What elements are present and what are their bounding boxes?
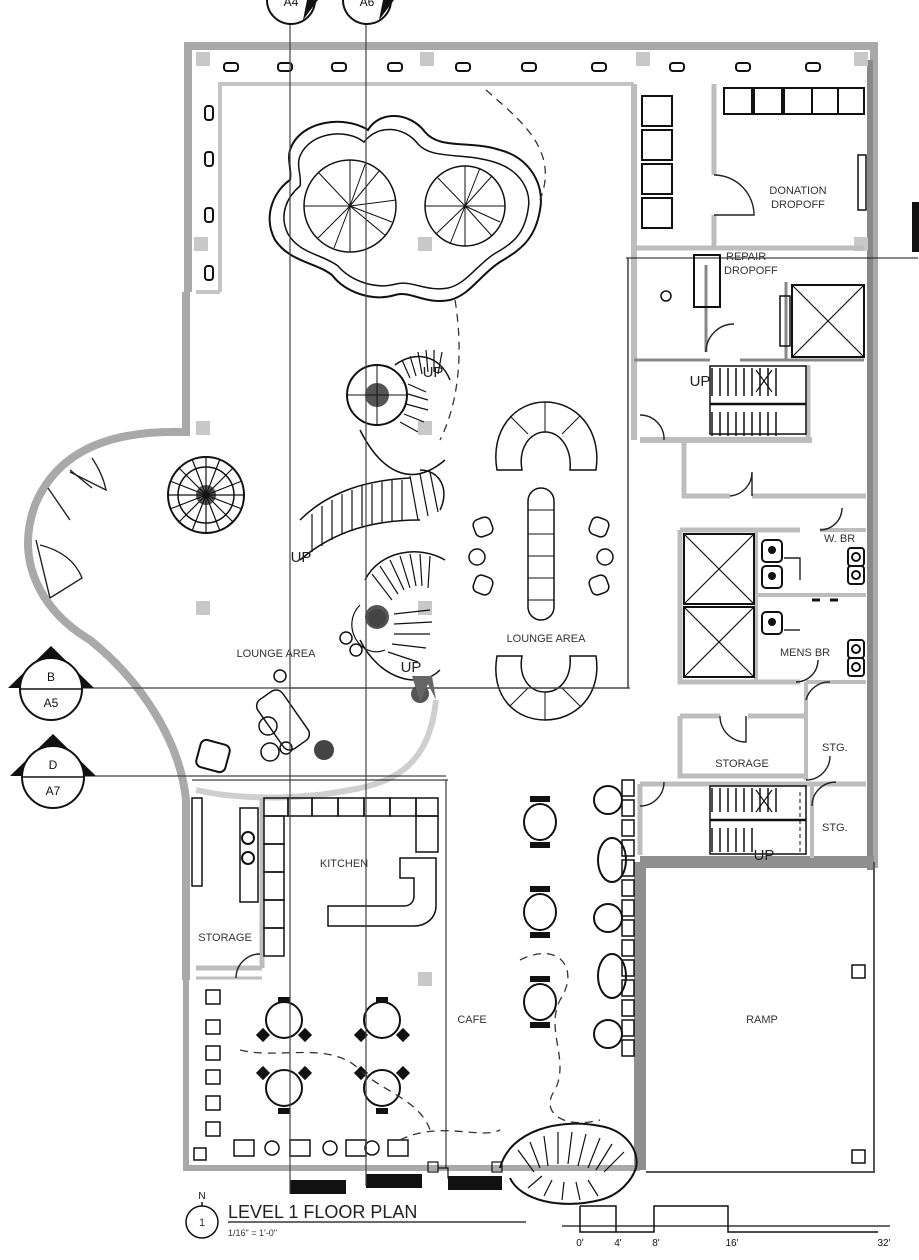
callout-b-letter: B [47,670,55,684]
label-lounge-west: LOUNGE AREA [237,648,317,660]
up-label-3: UP [401,659,422,676]
cafe-furniture [193,779,638,1205]
label-stg-1: STG. [822,742,848,754]
label-cafe: CAFE [457,1014,486,1026]
label-donation-1: DONATION [769,185,826,197]
scale-tick-0: 0' [576,1238,584,1249]
label-lounge-east: LOUNGE AREA [507,633,587,645]
label-kitchen: KITCHEN [320,858,368,870]
graphic-scale-bar: 0' 4' 8' 16' 32' [562,1205,891,1249]
drawing-number: 1 [199,1217,205,1229]
core-stair-south [709,785,807,855]
up-label-4: UP [690,373,711,390]
title-block: N 1 LEVEL 1 FLOOR PLAN 1/16" = 1'-0" [185,1191,526,1239]
organic-planter [268,115,542,303]
label-storage-west: STORAGE [198,932,252,944]
toilet-fixtures [761,539,865,677]
stair-up-labels: UP UP UP UP UP [291,364,775,864]
entry-mats [290,1174,502,1194]
room-labels: DONATION DROPOFF REPAIR DROPOFF W. BR ME… [198,185,855,1026]
label-storage-east: STORAGE [715,758,769,770]
label-repair-2: DROPOFF [724,265,778,277]
section-a4-label: A4 [284,0,299,9]
scale-tick-8: 8' [652,1238,660,1249]
east-lounge-furniture [468,401,614,721]
round-skylight [167,456,245,534]
drawing-title: LEVEL 1 FLOOR PLAN [228,1202,417,1222]
callout-b-a5: B A5 [8,646,94,721]
scale-tick-32: 32' [877,1238,890,1249]
up-label-1: UP [423,364,444,381]
kitchen-area [191,779,448,980]
section-lines [60,12,630,1194]
scale-tick-16: 16' [725,1238,738,1249]
window-mullions-north [204,62,821,281]
label-repair-1: REPAIR [726,251,766,263]
up-label-5: UP [754,847,775,864]
planters [368,609,436,702]
scale-tick-4: 4' [614,1238,622,1249]
callout-b-sheet: A5 [44,696,59,710]
drawing-scale: 1/16" = 1'-0" [228,1228,277,1238]
label-donation-2: DROPOFF [771,199,825,211]
core-stair-north [709,365,807,436]
ramp-area [851,964,866,1164]
label-womens-br: W. BR [824,533,855,545]
label-mens-br: MENS BR [780,647,830,659]
section-a6-label: A6 [360,0,375,9]
label-stg-2: STG. [822,822,848,834]
callout-d-a7: D A7 [10,734,96,809]
section-marker-a6: A6 [342,0,394,25]
north-arrow-label: N [198,1191,205,1202]
east-service-core [626,84,919,858]
section-marker-a4: A4 [266,0,318,25]
label-ramp: RAMP [746,1014,778,1026]
up-label-2: UP [291,549,312,566]
west-entry-doors [35,457,107,599]
exterior-walls [24,42,878,1173]
callout-d-letter: D [49,758,58,772]
callout-d-sheet: A7 [46,784,61,798]
